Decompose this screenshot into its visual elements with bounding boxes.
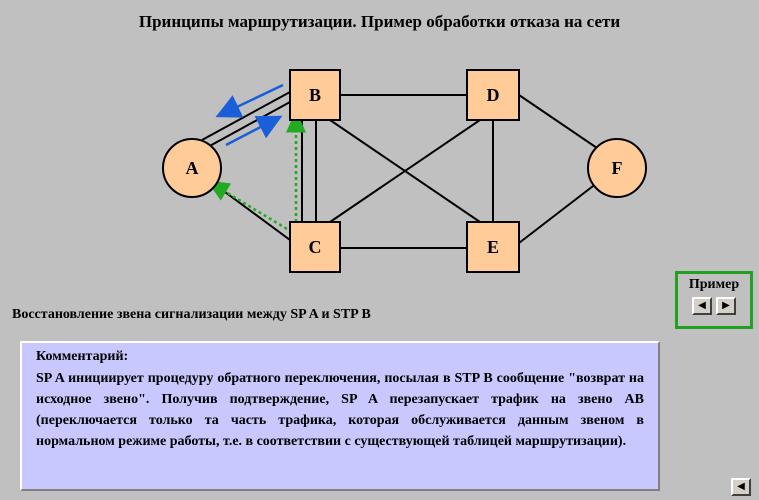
svg-text:A: A [186, 158, 199, 178]
link-a-b [201, 91, 291, 141]
svg-text:B: B [309, 85, 321, 105]
link-c-d [329, 119, 481, 223]
link-a-b-second [205, 101, 291, 149]
prev-step-button[interactable]: ◀ [692, 297, 712, 315]
green-dotted-arrow-c-to-a [206, 180, 293, 234]
node-b: B [289, 69, 341, 121]
network-diagram: A B C D E F [162, 69, 647, 273]
blue-arrow-b-to-a [215, 83, 284, 118]
comment-heading: Комментарий: [36, 349, 129, 364]
node-e: E [466, 221, 520, 273]
link-e-f [518, 182, 598, 244]
svg-text:F: F [612, 158, 623, 178]
example-label: Пример [688, 277, 740, 292]
node-a: A [162, 138, 222, 198]
comment-panel: Комментарий: SP A инициирует процедуру о… [20, 341, 660, 491]
back-button[interactable]: ◀ [731, 478, 751, 496]
blue-arrow-a-to-b [225, 115, 283, 147]
left-arrow-icon: ◀ [737, 481, 745, 492]
step-caption: Восстановление звена сигнализации между … [12, 307, 371, 322]
node-d: D [466, 69, 520, 121]
page-title: Принципы маршрутизации. Пример обработки… [138, 12, 621, 31]
link-d-f [518, 94, 598, 149]
comment-text: SP A инициирует процедуру обратного пере… [36, 371, 644, 449]
right-arrow-icon: ▶ [722, 300, 730, 311]
svg-text:D: D [487, 85, 500, 105]
example-navigator: Пример ◀ ▶ [675, 271, 753, 329]
svg-text:E: E [487, 237, 499, 257]
node-c: C [289, 221, 341, 273]
next-step-button[interactable]: ▶ [716, 297, 736, 315]
left-arrow-icon: ◀ [698, 300, 706, 311]
node-f: F [587, 138, 647, 198]
svg-text:C: C [309, 237, 322, 257]
